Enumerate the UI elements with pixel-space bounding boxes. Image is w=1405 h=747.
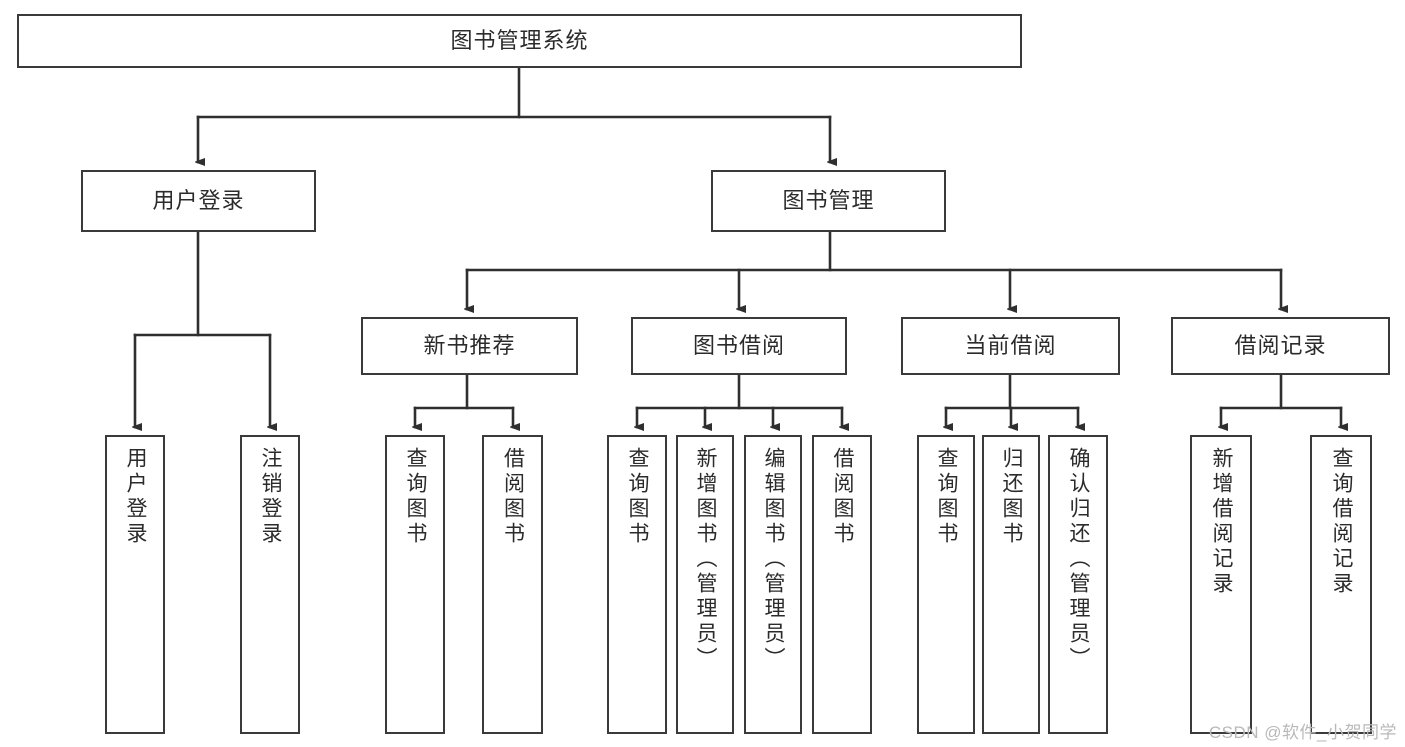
node-leaf-confirm-return[interactable]: 确认归还（管理员）	[1048, 435, 1108, 734]
node-leaf-return-book-label: 归还图书	[1000, 447, 1024, 547]
node-leaf-query-book-borrow[interactable]: 查询图书	[607, 435, 667, 734]
node-leaf-borrow-book-new[interactable]: 借阅图书	[482, 435, 543, 734]
node-leaf-edit-book[interactable]: 编辑图书（管理员）	[744, 435, 802, 734]
node-leaf-query-record[interactable]: 查询借阅记录	[1310, 435, 1372, 734]
node-leaf-logout[interactable]: 注销登录	[240, 435, 300, 734]
node-root[interactable]: 图书管理系统	[17, 14, 1022, 68]
node-book-manage-label: 图书管理	[782, 187, 875, 213]
node-leaf-borrow-book[interactable]: 借阅图书	[812, 435, 872, 734]
node-user-login[interactable]: 用户登录	[81, 170, 316, 232]
node-leaf-logout-label: 注销登录	[259, 447, 283, 547]
node-leaf-borrow-book-label: 借阅图书	[831, 447, 855, 547]
node-new-book-recommend[interactable]: 新书推荐	[361, 317, 578, 375]
node-leaf-add-record-label: 新增借阅记录	[1210, 447, 1234, 597]
node-leaf-query-book-new-label: 查询图书	[404, 447, 428, 547]
node-leaf-add-book[interactable]: 新增图书（管理员）	[676, 435, 734, 734]
node-new-book-recommend-label: 新书推荐	[423, 332, 516, 358]
node-leaf-user-login[interactable]: 用户登录	[105, 435, 165, 734]
node-leaf-add-record[interactable]: 新增借阅记录	[1190, 435, 1252, 734]
node-book-borrow-label: 图书借阅	[692, 332, 785, 358]
csdn-watermark: CSDN @软件_小贺同学	[1208, 723, 1397, 742]
node-leaf-query-record-label: 查询借阅记录	[1330, 447, 1354, 597]
node-leaf-query-book-borrow-label: 查询图书	[626, 447, 650, 547]
node-leaf-borrow-book-new-label: 借阅图书	[501, 447, 525, 547]
node-leaf-query-book-new[interactable]: 查询图书	[385, 435, 445, 734]
node-book-borrow[interactable]: 图书借阅	[631, 317, 847, 375]
node-leaf-query-book-cur[interactable]: 查询图书	[917, 435, 975, 734]
node-current-borrow[interactable]: 当前借阅	[901, 317, 1120, 375]
node-leaf-confirm-return-label: 确认归还（管理员）	[1067, 447, 1091, 672]
node-leaf-user-login-label: 用户登录	[124, 447, 148, 547]
node-borrow-record[interactable]: 借阅记录	[1171, 317, 1390, 375]
node-user-login-label: 用户登录	[152, 187, 245, 213]
node-root-label: 图书管理系统	[450, 27, 589, 53]
node-book-manage[interactable]: 图书管理	[711, 170, 946, 232]
node-borrow-record-label: 借阅记录	[1234, 332, 1327, 358]
node-current-borrow-label: 当前借阅	[964, 332, 1057, 358]
node-leaf-return-book[interactable]: 归还图书	[982, 435, 1040, 734]
node-leaf-add-book-label: 新增图书（管理员）	[694, 447, 718, 672]
node-leaf-edit-book-label: 编辑图书（管理员）	[762, 447, 786, 672]
node-leaf-query-book-cur-label: 查询图书	[935, 447, 959, 547]
